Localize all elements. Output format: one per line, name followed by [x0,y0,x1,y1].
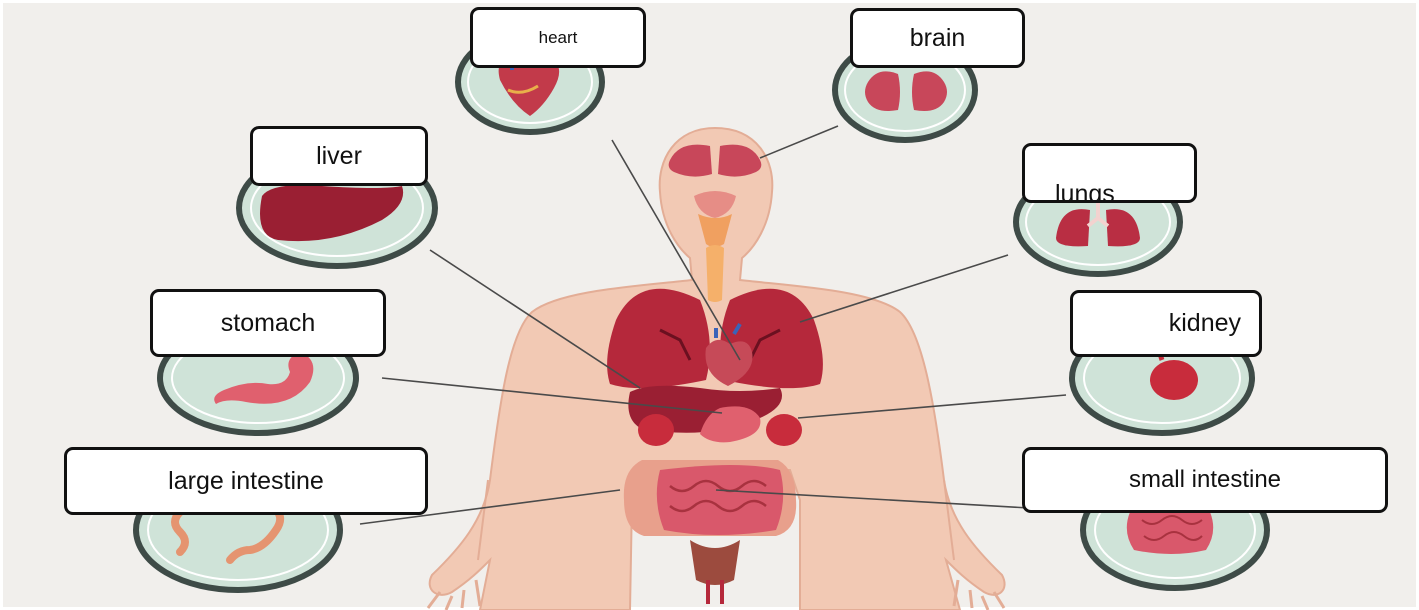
label-stomach: stomach [150,289,386,357]
label-liver: liver [250,126,428,186]
label-kidney: kidney [1070,290,1262,357]
label-small-intestine: small intestine [1022,447,1388,513]
body-intestines [624,460,796,604]
label-lungs-text: lungs [1055,182,1115,200]
label-liver-text: liver [316,142,362,171]
label-heart: heart [470,7,646,68]
label-large-intestine-text: large intestine [168,467,324,496]
label-stomach-text: stomach [221,309,315,338]
label-heart-text: heart [539,28,578,48]
label-lungs: lungs [1022,143,1197,203]
label-large-intestine: large intestine [64,447,428,515]
brain-connector [760,126,838,158]
label-brain-text: brain [910,24,966,53]
label-kidney-text: kidney [1169,309,1241,338]
lungs-connector [800,255,1008,322]
label-small-intestine-text: small intestine [1129,466,1281,494]
label-brain: brain [850,8,1025,68]
body-trachea [706,245,724,302]
